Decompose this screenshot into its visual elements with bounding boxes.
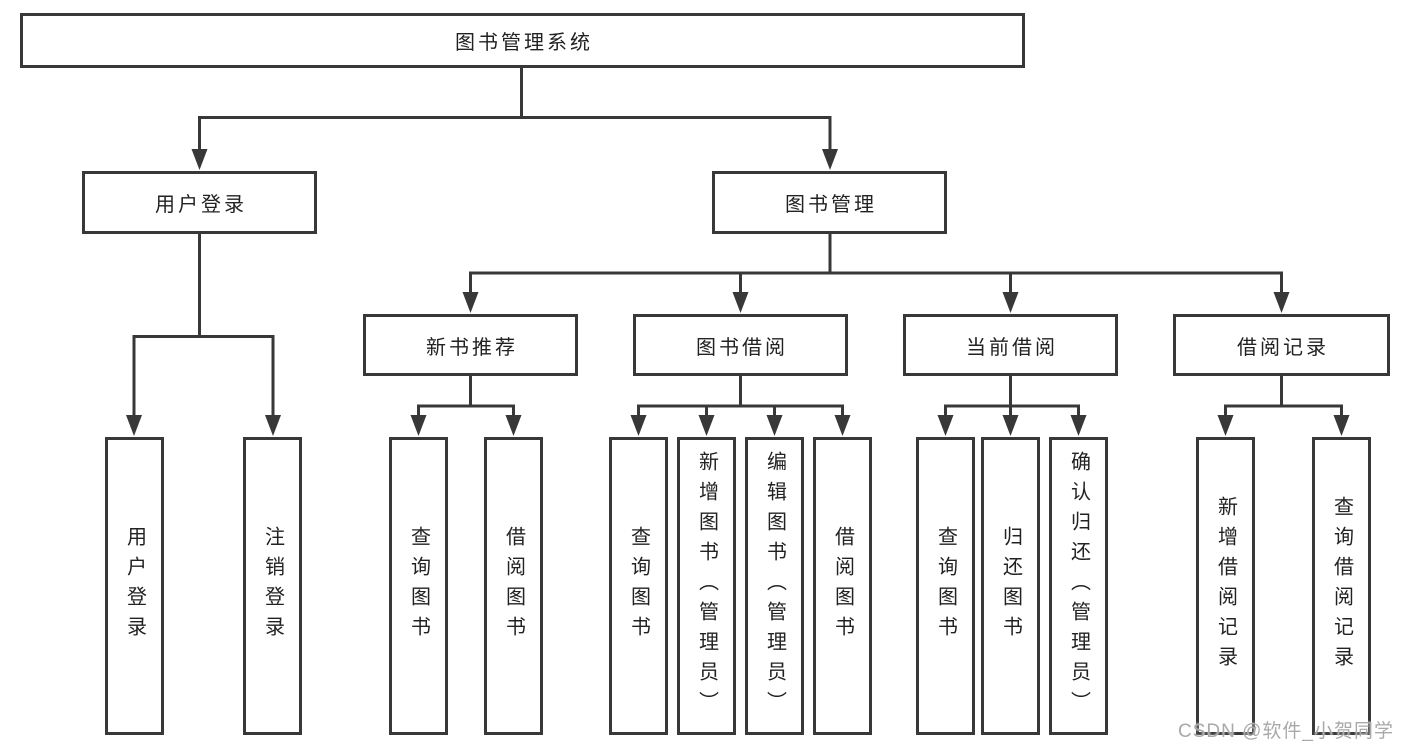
leaf-borrow-book: 借阅图书 <box>813 437 872 735</box>
leaf-add-book-admin: 新增图书（管理员） <box>677 437 736 735</box>
leaf-add-book-admin-label: 新增图书（管理员） <box>695 451 718 721</box>
arrowhead <box>505 415 522 436</box>
node-borrow-record: 借阅记录 <box>1173 314 1390 376</box>
leaf-user-login: 用户登录 <box>105 437 164 735</box>
connector-current-borrow-to-leaves <box>944 376 1080 416</box>
arrowhead <box>1333 415 1350 436</box>
leaf-return-book-label: 归还图书 <box>999 526 1022 646</box>
leaf-borrow-book-recommend-label: 借阅图书 <box>502 526 525 646</box>
leaf-query-book-recommend-label: 查询图书 <box>407 526 430 646</box>
connector-new-book-to-leaves <box>417 376 515 416</box>
arrowhead <box>834 415 851 436</box>
leaf-edit-book-admin-label: 编辑图书（管理员） <box>763 451 786 721</box>
arrowhead <box>410 415 427 436</box>
node-root: 图书管理系统 <box>20 13 1025 68</box>
connector-borrow-record-to-leaves <box>1224 376 1343 416</box>
leaf-query-book-recommend: 查询图书 <box>389 437 448 735</box>
arrowhead <box>822 149 838 170</box>
watermark: CSDN @软件_小贺同学 <box>1178 721 1394 742</box>
leaf-query-book-borrow: 查询图书 <box>609 437 668 735</box>
leaf-logout-login-label: 注销登录 <box>261 526 284 646</box>
arrowhead <box>462 292 479 313</box>
leaf-query-book-borrow-label: 查询图书 <box>627 526 650 646</box>
leaf-borrow-book-label: 借阅图书 <box>831 526 854 646</box>
arrowhead <box>766 415 783 436</box>
arrowhead <box>1273 292 1290 313</box>
leaf-confirm-return-admin-label: 确认归还（管理员） <box>1067 451 1090 721</box>
node-current-borrow-label: 当前借阅 <box>966 336 1058 359</box>
node-new-book-recommend-label: 新书推荐 <box>426 336 518 359</box>
leaf-user-login-label: 用户登录 <box>123 526 146 646</box>
leaf-confirm-return-admin: 确认归还（管理员） <box>1049 437 1108 735</box>
arrowhead <box>1002 292 1019 313</box>
node-borrow-record-label: 借阅记录 <box>1237 336 1329 359</box>
node-book-borrow-label: 图书借阅 <box>696 336 788 359</box>
leaf-logout-login: 注销登录 <box>243 437 302 735</box>
connector-user-login-to-leaves <box>132 234 275 416</box>
arrowhead <box>937 415 954 436</box>
node-new-book-recommend: 新书推荐 <box>363 314 578 376</box>
arrowhead <box>732 292 749 313</box>
node-book-management: 图书管理 <box>712 171 947 234</box>
node-user-login-label: 用户登录 <box>155 194 247 216</box>
arrowheads <box>126 149 1350 436</box>
leaf-return-book: 归还图书 <box>981 437 1040 735</box>
leaf-query-borrow-record: 查询借阅记录 <box>1312 437 1371 735</box>
node-book-borrow: 图书借阅 <box>633 314 848 376</box>
leaf-query-book-current-label: 查询图书 <box>934 526 957 646</box>
arrowhead <box>1002 415 1019 436</box>
connector-book-borrow-to-leaves <box>637 376 844 416</box>
connector-book-management-to-level3 <box>469 234 1283 292</box>
arrowhead <box>630 415 647 436</box>
leaf-edit-book-admin: 编辑图书（管理员） <box>745 437 804 735</box>
leaf-query-book-current: 查询图书 <box>916 437 975 735</box>
arrowhead <box>265 415 281 436</box>
arrowhead <box>698 415 715 436</box>
node-root-label: 图书管理系统 <box>455 32 593 54</box>
node-book-management-label: 图书管理 <box>785 194 877 216</box>
leaf-borrow-book-recommend: 借阅图书 <box>484 437 543 735</box>
connector-root-to-level2 <box>198 68 832 150</box>
leaf-add-borrow-record-label: 新增借阅记录 <box>1214 496 1237 676</box>
node-user-login: 用户登录 <box>82 171 317 234</box>
leaf-query-borrow-record-label: 查询借阅记录 <box>1330 496 1353 676</box>
node-current-borrow: 当前借阅 <box>903 314 1118 376</box>
arrowhead <box>191 149 208 170</box>
arrowhead <box>1217 415 1234 436</box>
arrowhead <box>1070 415 1087 436</box>
leaf-add-borrow-record: 新增借阅记录 <box>1196 437 1255 735</box>
arrowhead <box>126 415 142 436</box>
